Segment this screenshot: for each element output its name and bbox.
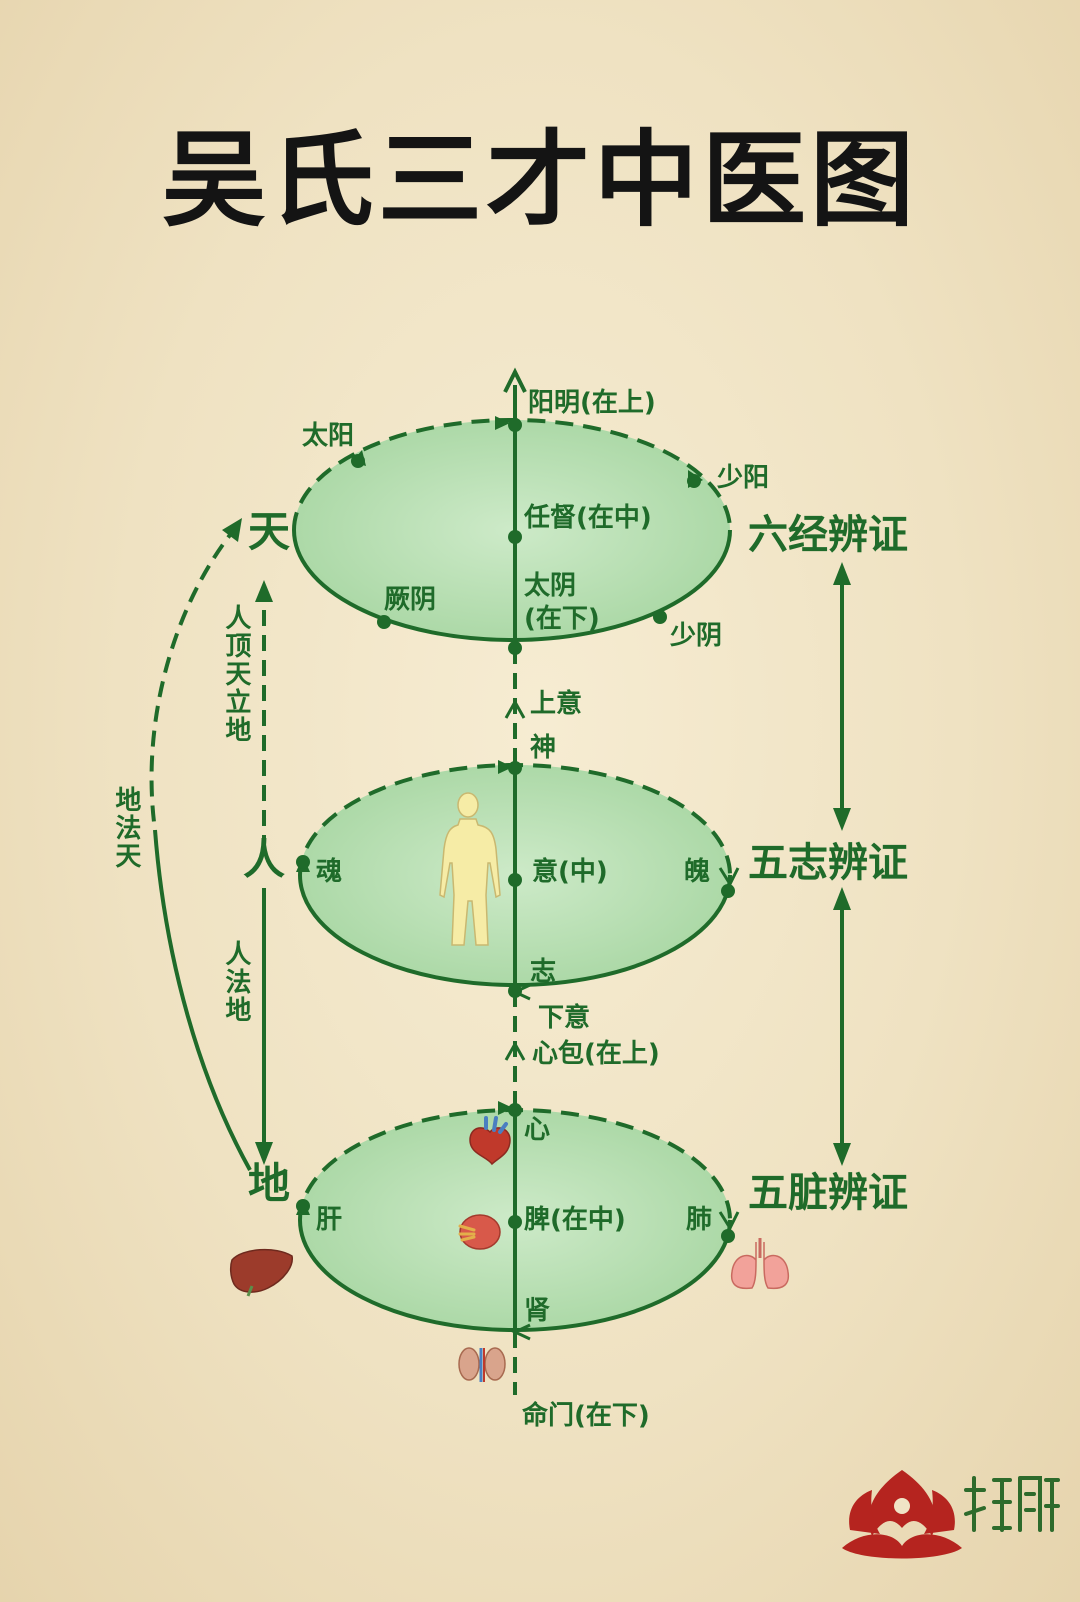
text-human-earth: 人法地: [220, 940, 251, 1024]
label-shangyi: 上意: [530, 689, 583, 719]
label-taiyin: 太阴: [524, 571, 577, 601]
arrow-fei: [718, 1211, 740, 1232]
label-rendu: 任督(在中): [524, 503, 652, 533]
axis-top-arrow: [503, 367, 527, 393]
label-five-organs: 五脏辨证: [748, 1170, 908, 1216]
label-shaoyang: 少阳: [717, 463, 770, 493]
label-hun: 魂: [316, 857, 343, 887]
kidneys-icon: [458, 1347, 506, 1382]
label-taiyin-position: (在下): [524, 604, 600, 634]
lotus-logo-icon: [842, 1470, 1060, 1559]
label-taiyang: 太阳: [302, 421, 355, 451]
dot-taiyang: [351, 454, 365, 468]
label-five-emotions: 五志辨证: [748, 840, 908, 886]
text-earth-heaven: 地法天: [110, 786, 141, 870]
label-xiayi: 下意: [538, 1003, 591, 1033]
human-body-icon: [439, 792, 501, 946]
label-gan: 肝: [316, 1205, 343, 1235]
label-jueyin: 厥阴: [384, 585, 437, 615]
dot-shaoyin: [653, 610, 667, 624]
label-pi: 脾(在中): [524, 1205, 626, 1235]
dot-po: [721, 884, 735, 898]
arrow-shen: [498, 760, 513, 774]
dot-fei: [721, 1229, 735, 1243]
dot-shaoyang: [687, 474, 701, 488]
label-six-channels: 六经辨证: [748, 512, 908, 558]
arrow-shangyi: [504, 698, 526, 719]
heart-icon: [469, 1116, 511, 1166]
left-connectors: [149, 518, 273, 1171]
realm-human: 人: [243, 835, 286, 884]
right-connectors: [833, 562, 851, 1166]
label-xinbao: 心包(在上): [532, 1039, 660, 1069]
arrow-xiayi: [504, 1040, 526, 1061]
label-yangming: 阳明(在上): [528, 388, 656, 418]
liver-icon: [229, 1248, 293, 1297]
dot-hun: [296, 855, 310, 869]
lungs-icon: [730, 1238, 790, 1290]
page-title: 吴氏三才中医图: [161, 119, 918, 241]
dot-gan: [296, 1199, 310, 1213]
text-human-heaven: 人顶天立地: [220, 604, 251, 744]
label-fei: 肺: [686, 1205, 713, 1235]
spleen-icon: [458, 1214, 501, 1250]
label-shaoyin: 少阴: [670, 621, 723, 651]
label-po: 魄: [684, 857, 711, 887]
label-shen-kidney: 肾: [524, 1296, 551, 1326]
label-xin: 心: [524, 1115, 551, 1145]
dot-jueyin: [377, 615, 391, 629]
arrow-po: [718, 867, 740, 888]
label-zhi: 志: [530, 957, 557, 987]
central-axis: [503, 367, 527, 1395]
label-shen: 神: [530, 733, 557, 763]
realm-heaven: 天: [248, 507, 291, 556]
top-ellipse: [292, 416, 732, 655]
arrow-yangming: [495, 416, 510, 430]
label-yi: 意(中): [532, 857, 608, 887]
arrow-xin: [498, 1101, 513, 1115]
label-mingmen: 命门(在下): [522, 1401, 650, 1431]
realm-earth: 地: [248, 1159, 291, 1208]
